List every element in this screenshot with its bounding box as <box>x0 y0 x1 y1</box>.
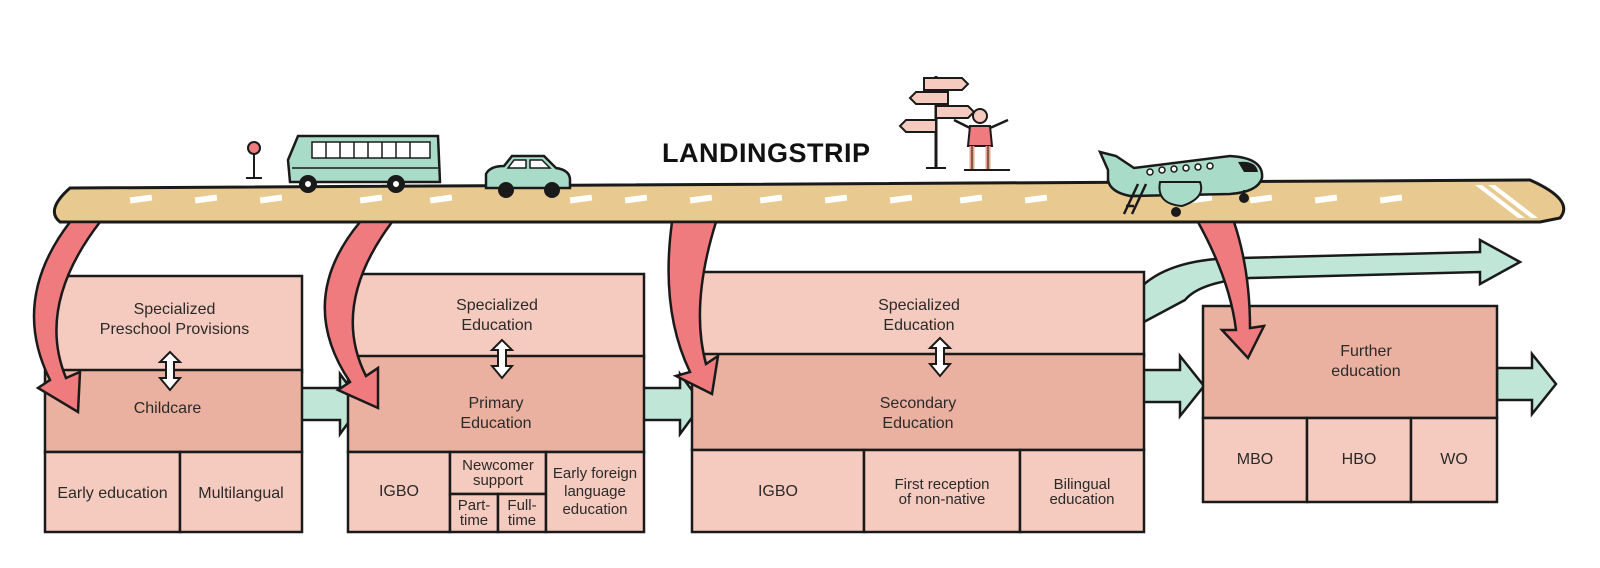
red-arrow-to-childcare <box>32 220 103 415</box>
bilingual-education-label: Bilingual education <box>1049 476 1115 508</box>
car-icon <box>484 154 572 198</box>
arrow-secondary-to-further <box>1138 352 1206 420</box>
multilangual-label: Multilangual <box>198 485 284 502</box>
part-time-label: Part- time <box>457 497 491 529</box>
secondary-education-label: Secondary Education <box>879 395 957 432</box>
specialized-education-secondary-label: Specialized Education <box>878 297 960 334</box>
person-icon <box>953 108 1010 171</box>
red-arrow-to-further <box>1195 220 1267 361</box>
arrow-further-onward <box>1495 350 1558 418</box>
igbo-secondary-label: IGBO <box>757 483 798 500</box>
bus-icon <box>286 134 442 193</box>
airplane-icon <box>1097 150 1264 217</box>
igbo-primary-label: IGBO <box>378 483 419 500</box>
primary-education-label: Primary Education <box>460 395 532 432</box>
specialized-preschool-label: Specialized Preschool Provisions <box>99 301 250 338</box>
landing-strip-road <box>52 178 1566 224</box>
secondary-stage <box>690 270 1146 534</box>
bus-stop-sign-icon <box>246 141 262 179</box>
double-arrow-icon <box>927 336 953 378</box>
preschool-stage <box>43 274 304 534</box>
road-markings <box>129 185 1538 218</box>
early-foreign-language-label: Early foreign language education <box>552 465 638 518</box>
red-entry-arrows <box>32 220 1267 415</box>
wo-label: WO <box>1440 451 1468 468</box>
red-arrow-to-primary <box>323 220 395 410</box>
childcare-label: Childcare <box>133 400 202 417</box>
mbo-label: MBO <box>1236 451 1274 468</box>
diagram-title: LANDINGSTRIP <box>662 138 871 168</box>
further-stage <box>1201 304 1499 504</box>
newcomer-support-label: Newcomer support <box>462 457 534 489</box>
further-education-label: Further education <box>1331 343 1401 380</box>
full-time-label: Full- time <box>507 497 537 529</box>
hbo-label: HBO <box>1341 451 1377 468</box>
specialized-education-primary-label: Specialized Education <box>456 297 538 334</box>
double-arrow-icon <box>489 338 515 380</box>
red-arrow-to-secondary <box>667 220 720 396</box>
signpost-icon <box>898 76 976 169</box>
first-reception-label: First reception of non-native <box>894 476 990 508</box>
early-education-label: Early education <box>57 485 168 502</box>
double-arrow-icon <box>157 350 183 392</box>
double-arrows <box>157 336 953 392</box>
